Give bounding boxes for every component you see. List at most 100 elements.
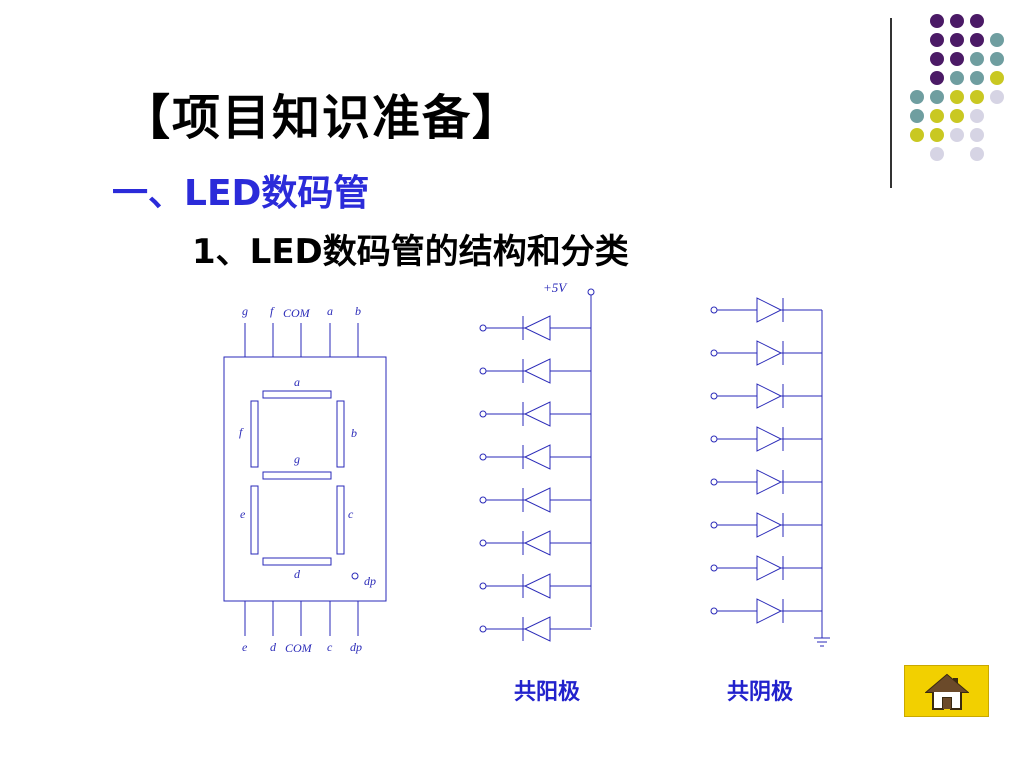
decorative-dot <box>910 128 924 142</box>
input-terminal <box>479 453 487 461</box>
segment-label-c: c <box>348 507 354 521</box>
led-diode-symbol <box>523 315 551 341</box>
diode-row <box>710 297 822 323</box>
input-terminal <box>710 564 718 572</box>
decorative-dot <box>950 33 964 47</box>
diode-row <box>710 340 822 366</box>
led-diode-symbol <box>756 426 783 452</box>
diode-row <box>479 530 591 556</box>
common-cathode-circuit <box>710 297 830 647</box>
segment-dp <box>351 572 359 580</box>
diode-row <box>710 555 822 581</box>
input-terminal <box>710 521 718 529</box>
input-terminal <box>479 496 487 504</box>
decorative-dot <box>990 33 1004 47</box>
decorative-dot <box>930 128 944 142</box>
decorative-dot <box>970 52 984 66</box>
diode-row <box>710 383 822 409</box>
led-diode-symbol <box>523 616 551 642</box>
diode-row <box>479 444 591 470</box>
diode-row <box>710 426 822 452</box>
decorative-dot <box>910 90 924 104</box>
segment-label-b: b <box>351 426 357 440</box>
package-outline <box>223 356 387 602</box>
segment-label-g: g <box>294 452 300 466</box>
diode-row <box>479 358 591 384</box>
segment-a <box>262 390 332 399</box>
led-diode-symbol <box>756 340 783 366</box>
slide-title: 【项目知识准备】 <box>122 90 523 146</box>
input-terminal <box>479 582 487 590</box>
decorative-dot <box>930 14 944 28</box>
segment-f <box>250 400 259 468</box>
decorative-dot <box>990 71 1004 85</box>
decorative-dot <box>990 52 1004 66</box>
segment-label-d: d <box>294 567 301 581</box>
common-anode-caption: 共阳极 <box>514 680 581 705</box>
input-terminal <box>710 392 718 400</box>
diode-row <box>479 315 591 341</box>
home-icon <box>925 673 969 710</box>
decorative-dot <box>990 90 1004 104</box>
home-button[interactable] <box>904 665 989 717</box>
decorative-dot <box>970 147 984 161</box>
pin-label-bottom: e <box>242 640 248 654</box>
decorative-dot <box>930 33 944 47</box>
pin-label-top: g <box>242 304 248 318</box>
led-diode-symbol <box>756 512 783 538</box>
seven-segment-package <box>223 323 387 636</box>
pin-label-top: a <box>327 304 333 318</box>
input-terminal <box>479 410 487 418</box>
segment-d <box>262 557 332 566</box>
pin-label-top: b <box>355 304 361 318</box>
led-diode-symbol <box>756 598 783 624</box>
decorative-dot <box>950 52 964 66</box>
diode-row <box>479 573 591 599</box>
segment-b <box>336 400 345 468</box>
decorative-dot <box>930 52 944 66</box>
input-terminal <box>710 306 718 314</box>
decorative-dot <box>970 128 984 142</box>
led-diode-symbol <box>523 573 551 599</box>
segment-label-dp: dp <box>364 574 376 588</box>
input-terminal <box>479 367 487 375</box>
pin-label-bottom: COM <box>285 641 313 655</box>
decorative-dot <box>950 14 964 28</box>
supply-terminal <box>587 288 595 296</box>
led-diode-symbol <box>756 555 783 581</box>
decorative-dot <box>930 109 944 123</box>
led-diode-symbol <box>523 401 551 427</box>
subsection-heading: 1、LED数码管的结构和分类 <box>192 232 629 272</box>
decorative-dot-grid <box>900 14 1020 164</box>
decorative-dot <box>930 90 944 104</box>
decorative-dot <box>970 90 984 104</box>
input-terminal <box>479 324 487 332</box>
pin-label-top: f <box>270 304 275 318</box>
led-diode-symbol <box>523 487 551 513</box>
pin-label-top: COM <box>283 306 311 320</box>
common-anode-circuit <box>479 288 595 642</box>
input-terminal <box>710 478 718 486</box>
led-diode-symbol <box>756 297 783 323</box>
decorative-dot <box>970 14 984 28</box>
decorative-dot <box>950 109 964 123</box>
segment-label-a: a <box>294 375 300 389</box>
diode-row <box>710 469 822 495</box>
diode-row <box>479 401 591 427</box>
decorative-dot <box>970 33 984 47</box>
led-diode-symbol <box>523 530 551 556</box>
led-diode-symbol <box>756 383 783 409</box>
diode-row <box>479 487 591 513</box>
segment-label-e: e <box>240 507 246 521</box>
input-terminal <box>710 435 718 443</box>
input-terminal <box>710 607 718 615</box>
led-diode-symbol <box>523 358 551 384</box>
decorative-dot <box>950 90 964 104</box>
pin-label-bottom: d <box>270 640 277 654</box>
input-terminal <box>710 349 718 357</box>
supply-label: +5V <box>543 280 568 295</box>
common-cathode-caption: 共阴极 <box>727 680 794 705</box>
pin-label-bottom: c <box>327 640 333 654</box>
decorative-dot <box>970 109 984 123</box>
